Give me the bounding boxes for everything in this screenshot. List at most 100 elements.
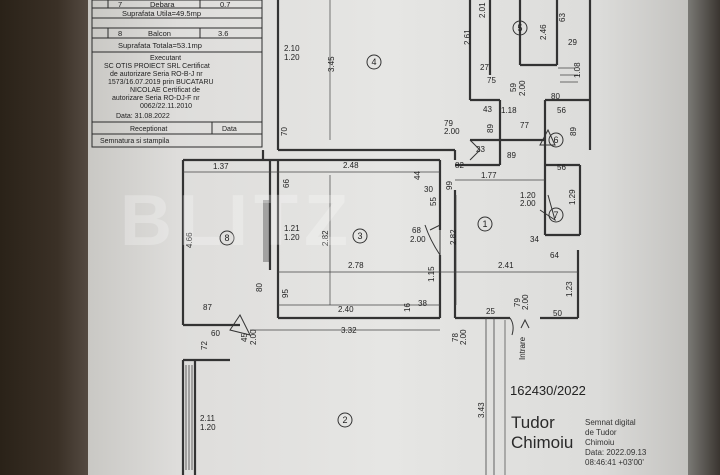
dim-89-b: 89: [569, 127, 578, 136]
room-7-label: 7: [553, 210, 558, 220]
dim-1-20-d: 1.20: [200, 423, 216, 432]
dim-75: 75: [487, 76, 496, 85]
util-area: Suprafata Utila=49.5mp: [122, 9, 201, 18]
sig-note-line-2: Chimoiu: [585, 438, 615, 447]
dim-27: 27: [480, 63, 489, 72]
row-7-value: 0.7: [220, 0, 230, 9]
dim-64: 64: [550, 251, 559, 260]
dim-2-01: 2.01: [478, 2, 487, 18]
executant-date: Data: 31.08.2022: [116, 113, 170, 120]
dim-68: 68: [412, 226, 421, 235]
dim-25: 25: [486, 307, 495, 316]
dim-99-a: 99: [445, 181, 454, 190]
room-4-label: 4: [371, 57, 376, 67]
dim-1-23: 1.23: [565, 281, 574, 297]
dim-1-29: 1.29: [568, 189, 577, 205]
signer-first-name: Tudor: [511, 413, 555, 432]
dim-60: 60: [211, 329, 220, 338]
executant-line-6: 0062/22.11.2010: [140, 103, 192, 110]
dim-66: 66: [282, 179, 291, 188]
sig-note-line-0: Semnat digital: [585, 418, 636, 427]
dim-56-b: 56: [557, 163, 566, 172]
reception-date-label: Data: [222, 126, 237, 133]
dim-34: 34: [530, 235, 539, 244]
entrance-label: Intrare: [518, 336, 527, 360]
dim-56-a: 56: [557, 106, 566, 115]
dim-29: 29: [568, 38, 577, 47]
room-6-label: 6: [553, 135, 558, 145]
dim-2-00-d: 2.00: [410, 235, 426, 244]
dim-30: 30: [424, 185, 433, 194]
dim-80-b: 80: [255, 283, 264, 292]
dim-89-a: 89: [486, 124, 495, 133]
dim-4-66: 4.66: [185, 232, 194, 248]
dim-2-00-c: 2.00: [520, 199, 536, 208]
dim-1-15: 1.15: [427, 266, 436, 282]
signer-name: Tudor Chimoiu: [511, 413, 573, 453]
dim-1-20-c: 1.20: [284, 233, 300, 242]
dim-79-b: 79: [513, 298, 522, 307]
sig-note-line-4: 08:46:41 +03'00': [585, 458, 644, 467]
dim-3-43: 3.43: [477, 402, 486, 418]
row-7-name: Debara: [150, 0, 175, 9]
dim-70: 70: [280, 127, 289, 136]
dim-2-82-b: 2.82: [449, 229, 458, 245]
executant-line-2: de autorizare Seria RO-B-J nr: [110, 71, 203, 78]
row-8-no: 8: [118, 29, 122, 38]
dim-72: 72: [200, 341, 209, 350]
watermark: BLITZ: [120, 181, 354, 261]
dim-1-20-a: 1.20: [284, 53, 300, 62]
room-5-label: 5: [517, 23, 522, 33]
dim-43: 43: [483, 105, 492, 114]
dim-80: 80: [551, 92, 560, 101]
dim-2-41: 2.41: [498, 261, 514, 270]
dim-82: 82: [455, 161, 464, 170]
dim-2-00-e: 2.00: [521, 294, 530, 310]
executant-line-1: SC OTIS PROIECT SRL Certificat: [104, 63, 210, 70]
dim-2-00-f: 2.00: [249, 329, 258, 345]
dim-59: 59: [509, 83, 518, 92]
dim-1-37: 1.37: [213, 162, 229, 171]
room-8-label: 8: [224, 233, 229, 243]
dim-95: 95: [281, 289, 290, 298]
dim-2-48: 2.48: [343, 161, 359, 170]
dim-78: 78: [451, 333, 460, 342]
dim-3-32: 3.32: [341, 326, 357, 335]
dim-2-78: 2.78: [348, 261, 364, 270]
dim-3-45: 3.45: [327, 56, 336, 72]
executant-line-3: 1573/16.07.2019 prin BUCATARU: [108, 79, 214, 86]
dim-1-18: 1.18: [501, 106, 517, 115]
executant-line-0: Executant: [150, 55, 181, 62]
background-left: [0, 0, 95, 475]
document-code: 162430/2022: [510, 383, 586, 398]
dim-77: 77: [520, 121, 529, 130]
dim-2-10: 2.10: [284, 44, 300, 53]
dim-2-61: 2.61: [463, 29, 472, 45]
dim-16: 16: [403, 303, 412, 312]
dim-1-08: 1.08: [573, 62, 582, 78]
dim-38: 38: [418, 299, 427, 308]
dim-79-a: 79: [444, 119, 453, 128]
digital-signature-note: Semnat digital de Tudor Chimoiu Data: 20…: [585, 418, 646, 468]
signer-last-name: Chimoiu: [511, 433, 574, 452]
dim-63: 63: [558, 13, 567, 22]
dim-1-77: 1.77: [481, 171, 497, 180]
dim-2-11: 2.11: [200, 414, 216, 423]
room-2-label: 2: [342, 415, 347, 425]
dim-23: 23: [476, 145, 485, 154]
paper-sheet: [88, 0, 688, 475]
row-8-value: 3.6: [218, 29, 228, 38]
dim-2-46: 2.46: [539, 24, 548, 40]
row-7-no: 7: [118, 0, 122, 9]
dim-2-00-g: 2.00: [459, 329, 468, 345]
sig-note-line-3: Data: 2022.09.13: [585, 448, 647, 457]
dim-44: 44: [413, 171, 422, 180]
row-8-name: Balcon: [148, 29, 171, 38]
executant-line-4: NICOLAE Certificat de: [130, 87, 200, 94]
dim-2-00-a: 2.00: [518, 80, 527, 96]
reception-signature: Semnatura si stampila: [100, 138, 169, 145]
dim-2-40: 2.40: [338, 305, 354, 314]
dim-55: 55: [429, 197, 438, 206]
